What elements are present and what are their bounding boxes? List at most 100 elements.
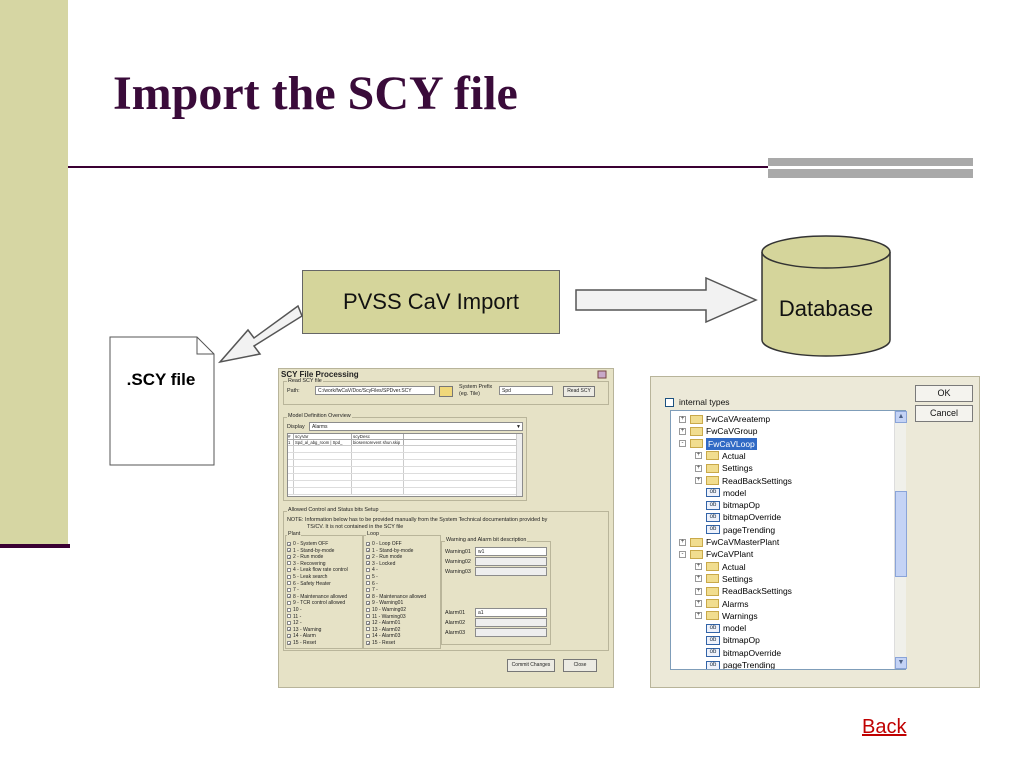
scroll-thumb[interactable]	[895, 491, 907, 577]
tree-item[interactable]: +FwCaVAreatemp	[679, 413, 770, 425]
table-row[interactable]	[288, 460, 522, 467]
plant-option[interactable]: 7 -	[287, 587, 299, 593]
loop-option[interactable]: ✓12 - Alarm01	[366, 620, 400, 626]
checkbox-checked-icon[interactable]: ✓	[287, 640, 292, 646]
scroll-down-icon[interactable]: ▼	[895, 657, 907, 669]
plant-option[interactable]: ✓8 - Maintenance allowed	[287, 594, 347, 600]
checkbox-checked-icon[interactable]: ✓	[287, 554, 292, 560]
checkbox-icon[interactable]	[366, 574, 370, 579]
expand-icon[interactable]: +	[679, 538, 686, 546]
loop-option[interactable]: ✓2 - Run mode	[366, 554, 402, 560]
checkbox-icon[interactable]	[287, 587, 291, 592]
table-row[interactable]	[288, 446, 522, 453]
scroll-up-icon[interactable]: ▲	[895, 411, 907, 423]
loop-option[interactable]: 14 - Alarm03	[366, 633, 400, 639]
checkbox-icon[interactable]	[287, 601, 291, 606]
checkbox-checked-icon[interactable]: ✓	[287, 548, 292, 554]
checkbox-icon[interactable]	[287, 581, 291, 586]
checkbox-checked-icon[interactable]: ✓	[366, 620, 371, 626]
tree-item[interactable]: +Actual	[695, 561, 746, 573]
expand-icon[interactable]: +	[695, 612, 702, 620]
table-row[interactable]	[288, 453, 522, 460]
checkbox-icon[interactable]	[366, 627, 370, 632]
expand-icon[interactable]: +	[695, 452, 702, 460]
checkbox-checked-icon[interactable]: ✓	[366, 601, 371, 607]
loop-option[interactable]: 7 -	[366, 587, 378, 593]
tree-item[interactable]: +Warnings	[695, 610, 758, 622]
checkbox-checked-icon[interactable]: ✓	[287, 594, 292, 600]
checkbox-checked-icon[interactable]: ✓	[366, 594, 371, 600]
expand-icon[interactable]: +	[679, 427, 686, 435]
expand-icon[interactable]: +	[695, 464, 702, 472]
checkbox-icon[interactable]	[366, 581, 370, 586]
checkbox-icon[interactable]	[366, 587, 370, 592]
plant-option[interactable]: 12 -	[287, 620, 302, 626]
plant-option[interactable]: ✓2 - Run mode	[287, 554, 323, 560]
checkbox-checked-icon[interactable]: ✓	[366, 561, 371, 567]
checkbox-icon[interactable]	[287, 614, 291, 619]
plant-option[interactable]: 3 - Recovering	[287, 561, 326, 567]
tree-item[interactable]: +FwCaVMasterPlant	[679, 536, 779, 548]
plant-option[interactable]: ✓15 - Reset	[287, 640, 316, 646]
loop-option[interactable]: ✓1 - Stand-by-mode	[366, 548, 413, 554]
commit-changes-button[interactable]: Commit Changes	[507, 659, 555, 672]
table-row[interactable]	[288, 474, 522, 481]
collapse-icon[interactable]: -	[679, 440, 686, 448]
browse-folder-button[interactable]	[439, 386, 453, 397]
checkbox-icon[interactable]	[366, 634, 370, 639]
loop-option[interactable]: 4 -	[366, 567, 378, 573]
checkbox-icon[interactable]	[366, 568, 370, 573]
plant-option[interactable]: ✓14 - Alarm	[287, 633, 316, 639]
checkbox-checked-icon[interactable]: ✓	[366, 548, 371, 554]
loop-option[interactable]: ✓0 - Loop OFF	[366, 541, 402, 547]
plant-option[interactable]: 11 -	[287, 614, 301, 620]
tree-scrollbar[interactable]: ▲ ▼	[894, 411, 907, 669]
tree-item[interactable]: +ReadBackSettings	[695, 475, 792, 487]
checkbox-icon[interactable]	[366, 614, 370, 619]
loop-option[interactable]: 5 -	[366, 574, 378, 580]
plant-option[interactable]: ✓0 - System OFF	[287, 541, 328, 547]
warning02-field[interactable]	[475, 557, 547, 566]
expand-icon[interactable]: +	[679, 415, 686, 423]
warning01-field[interactable]: w1	[475, 547, 547, 556]
back-link[interactable]: Back	[862, 716, 907, 738]
internal-types-option[interactable]: internal types	[665, 397, 730, 407]
plant-option[interactable]: 4 - Leak flow rate control	[287, 567, 348, 573]
expand-icon[interactable]: +	[695, 477, 702, 484]
loop-option[interactable]: 13 - Alarm02	[366, 627, 400, 633]
tree-item[interactable]: -FwCaVLoop	[679, 437, 757, 450]
checkbox-icon[interactable]	[287, 574, 291, 579]
tree-item[interactable]: +FwCaVGroup	[679, 425, 758, 437]
checkbox-checked-icon[interactable]: ✓	[287, 634, 292, 640]
table-row[interactable]: 1 Spd_al_abg_room | Spd_ biosensorevent …	[288, 440, 522, 446]
table-row[interactable]	[288, 488, 522, 495]
expand-icon[interactable]: +	[695, 600, 702, 607]
plant-option[interactable]: 6 - Safety Heater	[287, 581, 331, 587]
loop-option[interactable]: 10 - Warning02	[366, 607, 406, 613]
checkbox-icon[interactable]	[287, 561, 291, 566]
loop-option[interactable]: 6 -	[366, 581, 378, 587]
close-button[interactable]: Close	[563, 659, 597, 672]
plant-option[interactable]: ✓13 - Warning	[287, 627, 321, 633]
checkbox-icon[interactable]	[287, 607, 291, 612]
collapse-icon[interactable]: -	[679, 550, 686, 558]
path-field[interactable]: C:/work/fwCaV/Doc/ScyFiles/SPDver.SCY	[315, 386, 435, 395]
help-icon[interactable]	[597, 370, 607, 379]
checkbox-checked-icon[interactable]: ✓	[366, 640, 371, 646]
plant-option[interactable]: 5 - Leak search	[287, 574, 327, 580]
checkbox-icon[interactable]	[287, 620, 291, 625]
read-scy-button[interactable]: Read SCY	[563, 386, 595, 397]
internal-types-checkbox[interactable]	[665, 397, 674, 407]
loop-option[interactable]: ✓8 - Maintenance allowed	[366, 594, 426, 600]
table-row[interactable]	[288, 467, 522, 474]
loop-option[interactable]: ✓15 - Reset	[366, 640, 395, 646]
loop-option[interactable]: ✓9 - Warning01	[366, 600, 403, 606]
